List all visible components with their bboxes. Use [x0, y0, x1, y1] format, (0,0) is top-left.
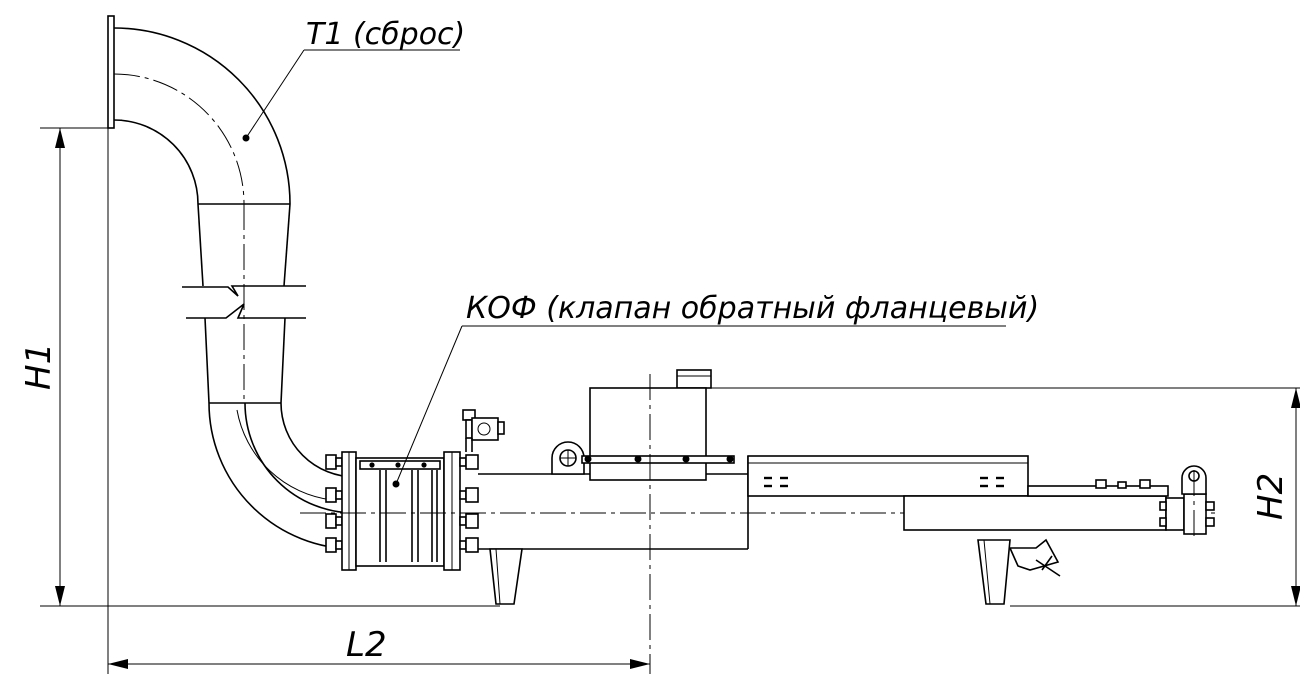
t1-label: T1 (сброс): [306, 17, 465, 52]
h2-label: H2: [1251, 473, 1291, 520]
top-tank: [581, 369, 735, 674]
l2-label: L2: [346, 625, 387, 665]
check-valve-kof: [325, 451, 479, 571]
kof-label: КОФ (клапан обратный фланцевый): [466, 291, 1039, 326]
lifting-lug-left: [551, 441, 585, 475]
t1-vertical-segment: [182, 203, 306, 404]
t1-leader: T1 (сброс): [242, 17, 465, 142]
h1-label: H1: [19, 343, 59, 390]
drive-housing: [747, 455, 1215, 540]
slots-left: [764, 476, 788, 488]
dimension-h2: H2: [706, 387, 1300, 607]
instrument-valve: [462, 409, 505, 452]
dimension-h1: H1: [19, 127, 500, 607]
right-support-leg: [977, 539, 1011, 605]
slots-right: [980, 476, 1004, 488]
drain-nozzle: [1008, 538, 1061, 577]
dimension-l2: L2: [107, 128, 650, 674]
left-bolts: [325, 454, 343, 553]
outlet-flange: [107, 15, 122, 129]
t1-upper-bend: [113, 27, 291, 205]
t1-lower-bend: [208, 402, 356, 550]
kof-leader: КОФ (клапан обратный фланцевый): [392, 291, 1039, 488]
left-support-leg: [489, 548, 523, 605]
right-bolts: [459, 454, 479, 553]
